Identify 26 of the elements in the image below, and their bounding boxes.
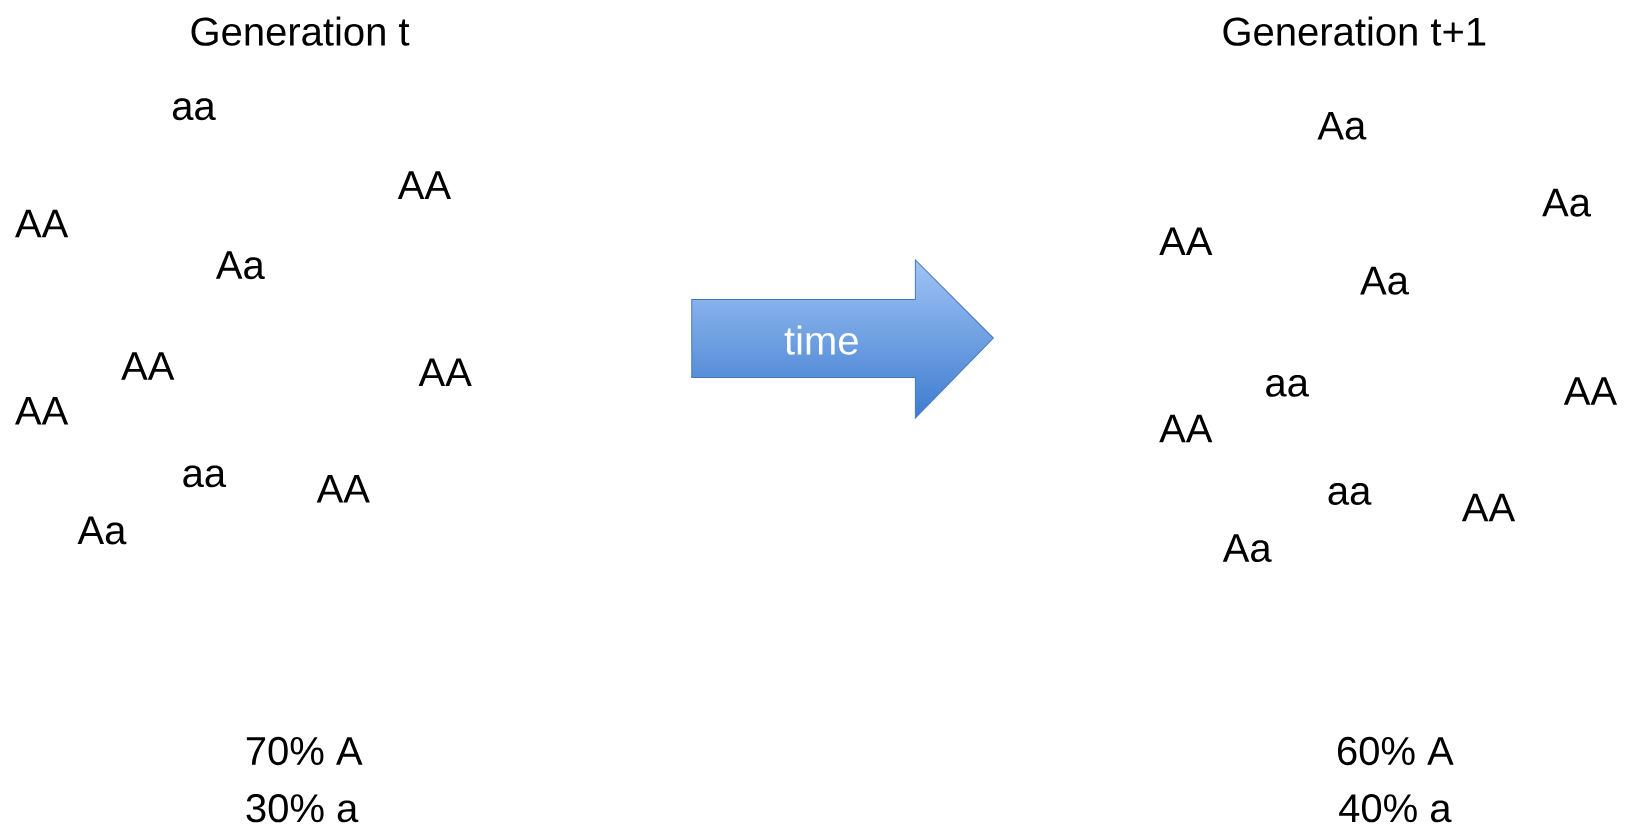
genotype-label: AA [418,358,472,387]
genotype-label: Aa [77,516,127,545]
genotype-label: AA [397,171,451,199]
genotype-label: AA [1159,227,1213,256]
genotype-label: Aa [215,251,265,280]
genotype-label: AA [1461,493,1516,522]
generation-heading: Generation t [191,16,410,46]
genotype-label: AA [1159,414,1213,443]
genotype-label: Aa [1222,534,1272,563]
genotype-label: aa [172,98,216,121]
genotype-label: AA [121,352,175,380]
genotype-label: AA [15,209,69,238]
allele-frequency: 40% a [1339,794,1452,823]
genotype-label: aa [1328,483,1372,505]
allele-frequency: 60% A [1338,736,1454,766]
allele-frequency: 70% A [246,736,363,766]
allele-frequency: 30% a [246,794,359,823]
genotype-label: AA [1563,377,1618,405]
genotype-label: aa [1266,374,1309,397]
genotype-label: Aa [1317,111,1367,140]
genotype-label: AA [15,397,69,425]
genotype-label: Aa [1360,266,1409,295]
genotype-label: aa [183,465,227,488]
genotype-label: Aa [1542,188,1591,217]
genotype-label: AA [316,475,370,503]
generation-heading: Generation t+1 [1223,16,1486,46]
